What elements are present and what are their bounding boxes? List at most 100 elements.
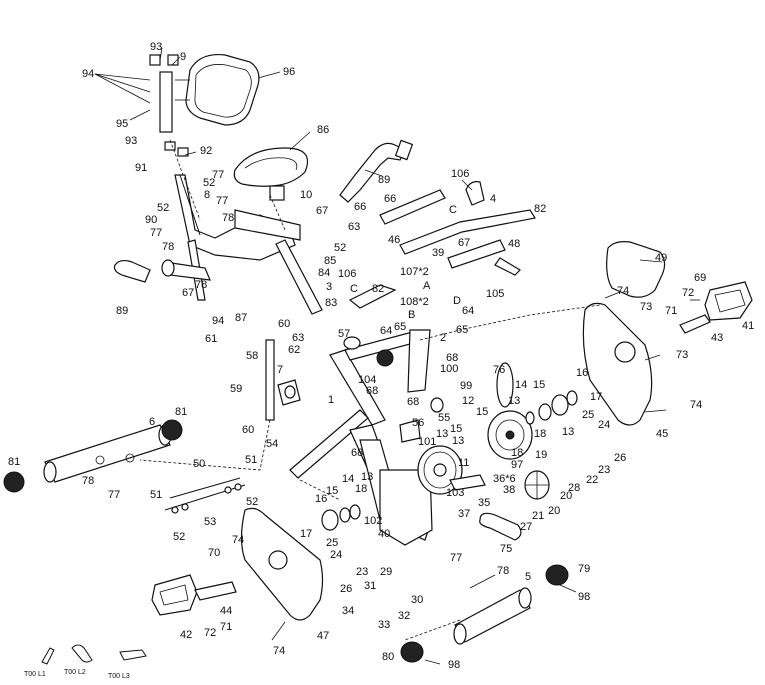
callout: 52 [334,242,346,254]
callout: 96 [283,66,295,78]
callout: 34 [342,605,354,617]
callout: 26 [340,583,352,595]
callout: 43 [711,332,723,344]
callout: 104 [358,374,376,386]
assembly-leaders [139,139,601,641]
callout: 61 [205,333,217,345]
callout-leaders [94,47,700,665]
callout: 13 [508,395,520,407]
callout: 65 [456,324,468,336]
callout: 90 [145,214,157,226]
callout: 38 [503,484,515,496]
callout: 105 [486,288,504,300]
callout: 107*2 [400,266,429,278]
callout: 93 [150,41,162,53]
callout: D [453,295,461,307]
callout: A [423,280,431,292]
callout: 4 [490,193,496,205]
callout: 63 [348,221,360,233]
callout: 78 [497,565,509,577]
callout: 70 [208,547,220,559]
callout: 13 [361,471,373,483]
callout: 83 [325,297,337,309]
brake-parts [399,419,486,491]
callout: 77 [216,195,228,207]
callout: 77 [108,489,120,501]
callout: 85 [324,255,336,267]
callout: 78 [195,279,207,291]
callout: 13 [436,428,448,440]
axle-components [321,390,578,531]
callout: 89 [378,174,390,186]
callout: 77 [150,227,162,239]
callout: 94 [212,315,224,327]
callout: 40 [378,528,390,540]
rear-stabilizer [400,564,569,663]
callout: 84 [318,267,330,279]
callout: 97 [511,459,523,471]
callout: 52 [173,531,185,543]
callout: 78 [82,475,94,487]
callout: 17 [590,391,602,403]
tools [41,644,147,665]
callout: 68 [351,447,363,459]
callout: 63 [292,332,304,344]
callout: 57 [338,328,350,340]
callout: 17 [300,528,312,540]
callout: 25 [326,537,338,549]
tool-label-l1: T00 L1 [24,671,46,678]
callout: 15 [476,406,488,418]
callout: 99 [460,380,472,392]
callout: 62 [288,344,300,356]
saddle [233,147,309,201]
callout: 32 [398,610,410,622]
callout: 15 [326,485,338,497]
callout: 8 [204,189,210,201]
callout: 35 [478,497,490,509]
hardware-bolts [164,477,246,514]
left-handle [113,259,211,283]
callout: 10 [300,189,312,201]
callout: 71 [220,621,232,633]
callout: 26 [614,452,626,464]
callout: 91 [135,162,147,174]
callout: 82 [372,283,384,295]
callout: 23 [356,566,368,578]
callout: 16 [576,367,588,379]
callout: 60 [278,318,290,330]
callout: C [449,204,457,216]
callout: 74 [232,534,244,546]
pedals [151,281,753,616]
callout: 19 [535,449,547,461]
callout: 98 [448,659,460,671]
callout: 80 [382,651,394,663]
callout: 79 [578,563,590,575]
callout: 52 [246,496,258,508]
callout: 23 [598,464,610,476]
callout: 72 [682,287,694,299]
callout: 54 [266,438,278,450]
callout-labels: 93 9 94 96 95 93 92 86 91 52 77 89 10 66… [8,41,754,671]
callout: 87 [235,312,247,324]
callout: 24 [330,549,342,561]
callout: 74 [690,399,702,411]
callout: 67 [182,287,194,299]
callout: 12 [462,395,474,407]
callout: 73 [676,349,688,361]
console [606,241,666,298]
callout: 78 [162,241,174,253]
callout: 44 [220,605,232,617]
callout: 64 [380,325,392,337]
handlebar-assembly [348,181,536,309]
callout: 68 [366,385,378,397]
callout: 2 [440,332,446,344]
callout: 75 [500,543,512,555]
tool-labels: T00 L1 T00 L2 T00 L3 [24,669,130,680]
callout: 98 [578,591,590,603]
callout: 67 [316,205,328,217]
callout: 20 [548,505,560,517]
callout: 20 [560,490,572,502]
callout: 9 [180,51,186,63]
callout: 52 [203,177,215,189]
